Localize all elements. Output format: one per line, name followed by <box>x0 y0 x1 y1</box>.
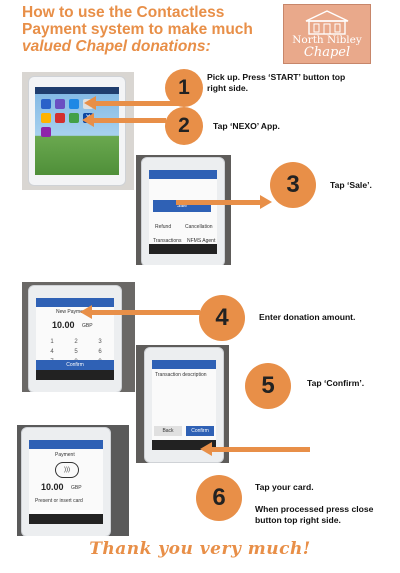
keypad-key[interactable]: 2 <box>74 339 78 345</box>
keypad-key[interactable]: 4 <box>50 349 54 355</box>
step-1-instruction: Pick up. Press ‘START’ button top right … <box>207 72 346 93</box>
confirm-button[interactable]: Confirm <box>186 426 214 436</box>
arrow-step-4 <box>80 305 200 319</box>
amount-currency: GBP <box>82 323 93 329</box>
app-icon[interactable] <box>55 99 65 109</box>
thank-you-message: Thank you very much! <box>89 539 311 559</box>
logo-text-line-2: Chapel <box>303 45 351 60</box>
present-card-screen: Payment ))) 10.00 GBP Present or insert … <box>29 440 103 524</box>
keypad-key[interactable]: 5 <box>74 349 78 355</box>
photo-step-4: New Payment 10.00 GBP 1 2 3 4 5 6 7 8 9 … <box>22 282 135 392</box>
confirm-amount-button[interactable]: Confirm <box>36 360 114 370</box>
menu-item-nfms-agent[interactable]: NFMS Agent <box>187 238 216 244</box>
step-3-instruction: Tap ‘Sale’. <box>330 180 372 190</box>
step-2-badge: 2 <box>165 107 203 145</box>
chapel-logo: North Nibley Chapel <box>283 4 371 64</box>
new-payment-title: New Payment <box>56 309 88 315</box>
amount-value: 10.00 <box>52 320 75 330</box>
transaction-description-title: Transaction description <box>155 372 207 378</box>
chapel-building-icon <box>305 10 349 35</box>
menu-item-cancellation[interactable]: Cancellation <box>185 224 213 230</box>
step-5-instruction: Tap ‘Confirm’. <box>307 378 365 388</box>
terminal-device: ✕ <box>28 76 126 186</box>
app-icon[interactable] <box>41 113 51 123</box>
amount-entry-screen: New Payment 10.00 GBP 1 2 3 4 5 6 7 8 9 … <box>36 298 114 380</box>
app-icon[interactable] <box>69 113 79 123</box>
arrow-step-3 <box>176 195 272 209</box>
card-amount-value: 10.00 <box>41 482 64 492</box>
confirm-screen: Transaction description Back Confirm <box>152 360 216 450</box>
photo-step-1: ✕ <box>22 72 134 190</box>
back-button[interactable]: Back <box>154 426 182 436</box>
menu-item-refund[interactable]: Refund <box>155 224 172 230</box>
present-card-prompt: Present or insert card <box>35 498 83 504</box>
contactless-icon: ))) <box>55 462 79 478</box>
keypad-key[interactable]: 6 <box>98 349 102 355</box>
app-icon[interactable] <box>41 99 51 109</box>
step-1-badge: 1 <box>165 69 203 107</box>
arrow-step-5 <box>200 442 310 456</box>
app-icon[interactable] <box>69 99 79 109</box>
nexo-menu-screen: Sale Refund Cancellation Transactions NF… <box>149 170 217 254</box>
page-title: How to use the Contactless Payment syste… <box>22 4 272 55</box>
terminal-device: Payment ))) 10.00 GBP Present or insert … <box>21 427 111 536</box>
app-icon[interactable] <box>55 113 65 123</box>
step-5-badge: 5 <box>245 363 291 409</box>
card-amount-currency: GBP <box>71 485 82 491</box>
photo-step-3: Sale Refund Cancellation Transactions NF… <box>136 155 231 265</box>
title-line-1: How to use the Contactless <box>22 4 225 21</box>
title-line-2: Payment system to make much <box>22 21 253 38</box>
keypad-key[interactable]: 1 <box>50 339 54 345</box>
app-icon[interactable] <box>41 127 51 137</box>
arrow-step-2 <box>82 113 166 127</box>
arrow-step-1 <box>84 96 188 110</box>
menu-item-transactions[interactable]: Transactions <box>153 238 182 244</box>
terminal-device: New Payment 10.00 GBP 1 2 3 4 5 6 7 8 9 … <box>28 285 122 392</box>
title-line-3: valued Chapel donations: <box>22 38 211 55</box>
step-3-badge: 3 <box>270 162 316 208</box>
step-6-badge: 6 <box>196 475 242 521</box>
terminal-device: Transaction description Back Confirm <box>144 347 224 463</box>
photo-step-6: Payment ))) 10.00 GBP Present or insert … <box>17 425 129 536</box>
step-6-instruction: Tap your card. <box>255 482 314 492</box>
step-6-instruction-2: When processed press close button top ri… <box>255 504 374 525</box>
step-2-instruction: Tap ‘NEXO’ App. <box>213 121 280 131</box>
terminal-device: Sale Refund Cancellation Transactions NF… <box>141 157 225 265</box>
payment-title: Payment <box>55 452 75 458</box>
logo-text-line-1: North Nibley <box>292 34 362 46</box>
step-4-badge: 4 <box>199 295 245 341</box>
keypad-key[interactable]: 3 <box>98 339 102 345</box>
photo-step-5: Transaction description Back Confirm <box>136 345 229 463</box>
step-4-instruction: Enter donation amount. <box>259 312 356 322</box>
